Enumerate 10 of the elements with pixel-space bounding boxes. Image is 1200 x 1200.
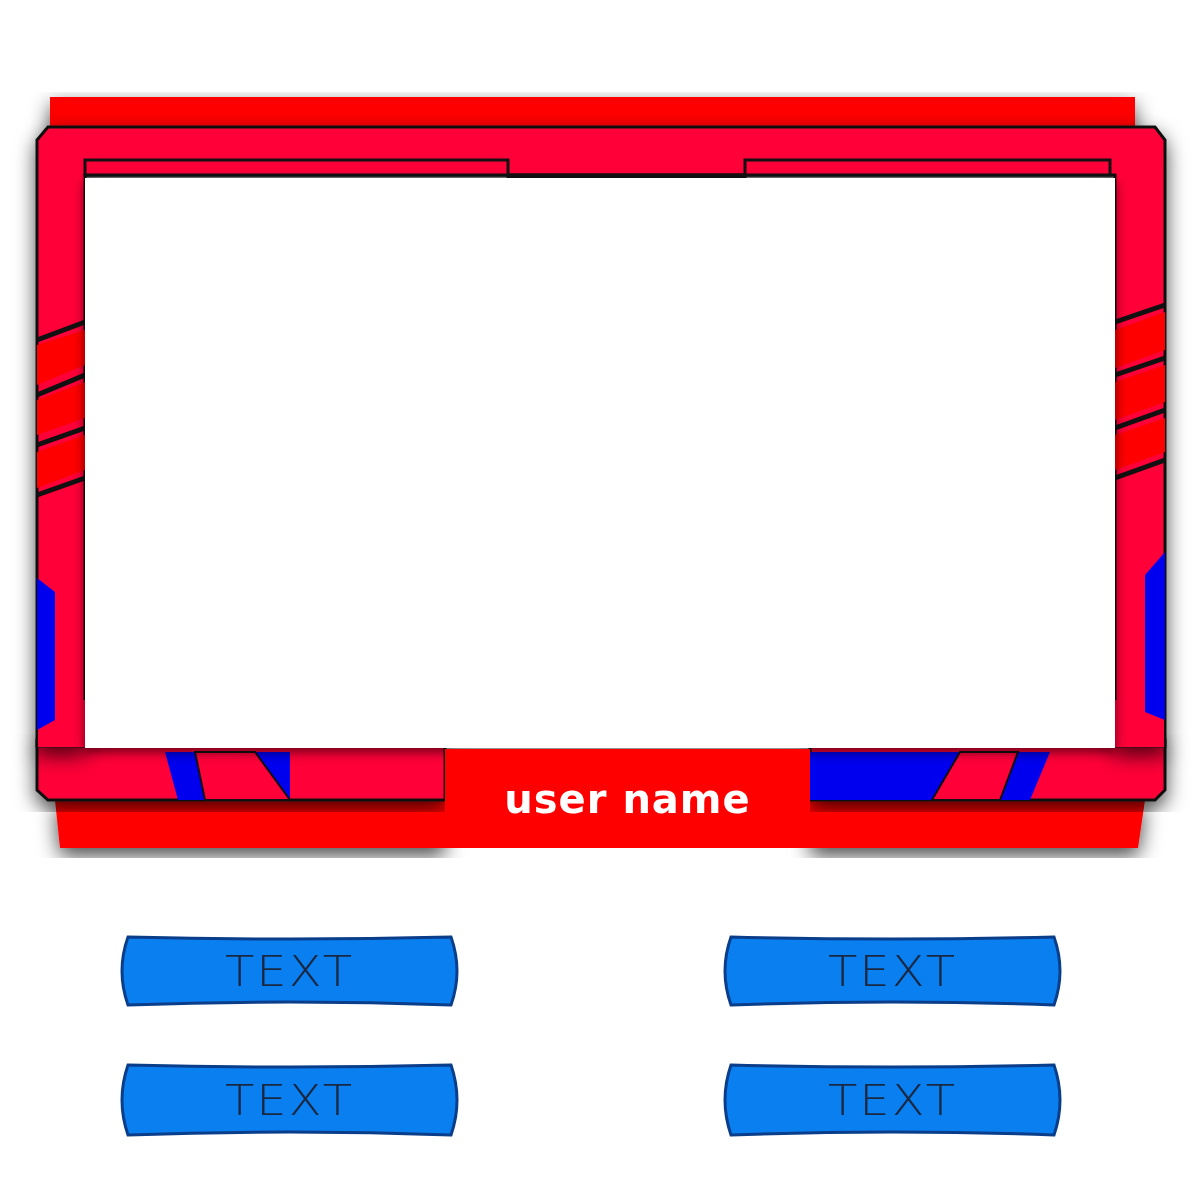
text-banner [122, 1063, 457, 1137]
text-banner [725, 1063, 1060, 1137]
banner-text: TEXT [225, 945, 354, 997]
text-banner [725, 935, 1060, 1007]
banner-text: TEXT [225, 1074, 354, 1126]
banner-text: TEXT [828, 1074, 957, 1126]
text-banner [122, 935, 457, 1007]
name-tab [445, 749, 810, 848]
user-name-text: user name [504, 775, 751, 822]
banner-text: TEXT [828, 945, 957, 997]
